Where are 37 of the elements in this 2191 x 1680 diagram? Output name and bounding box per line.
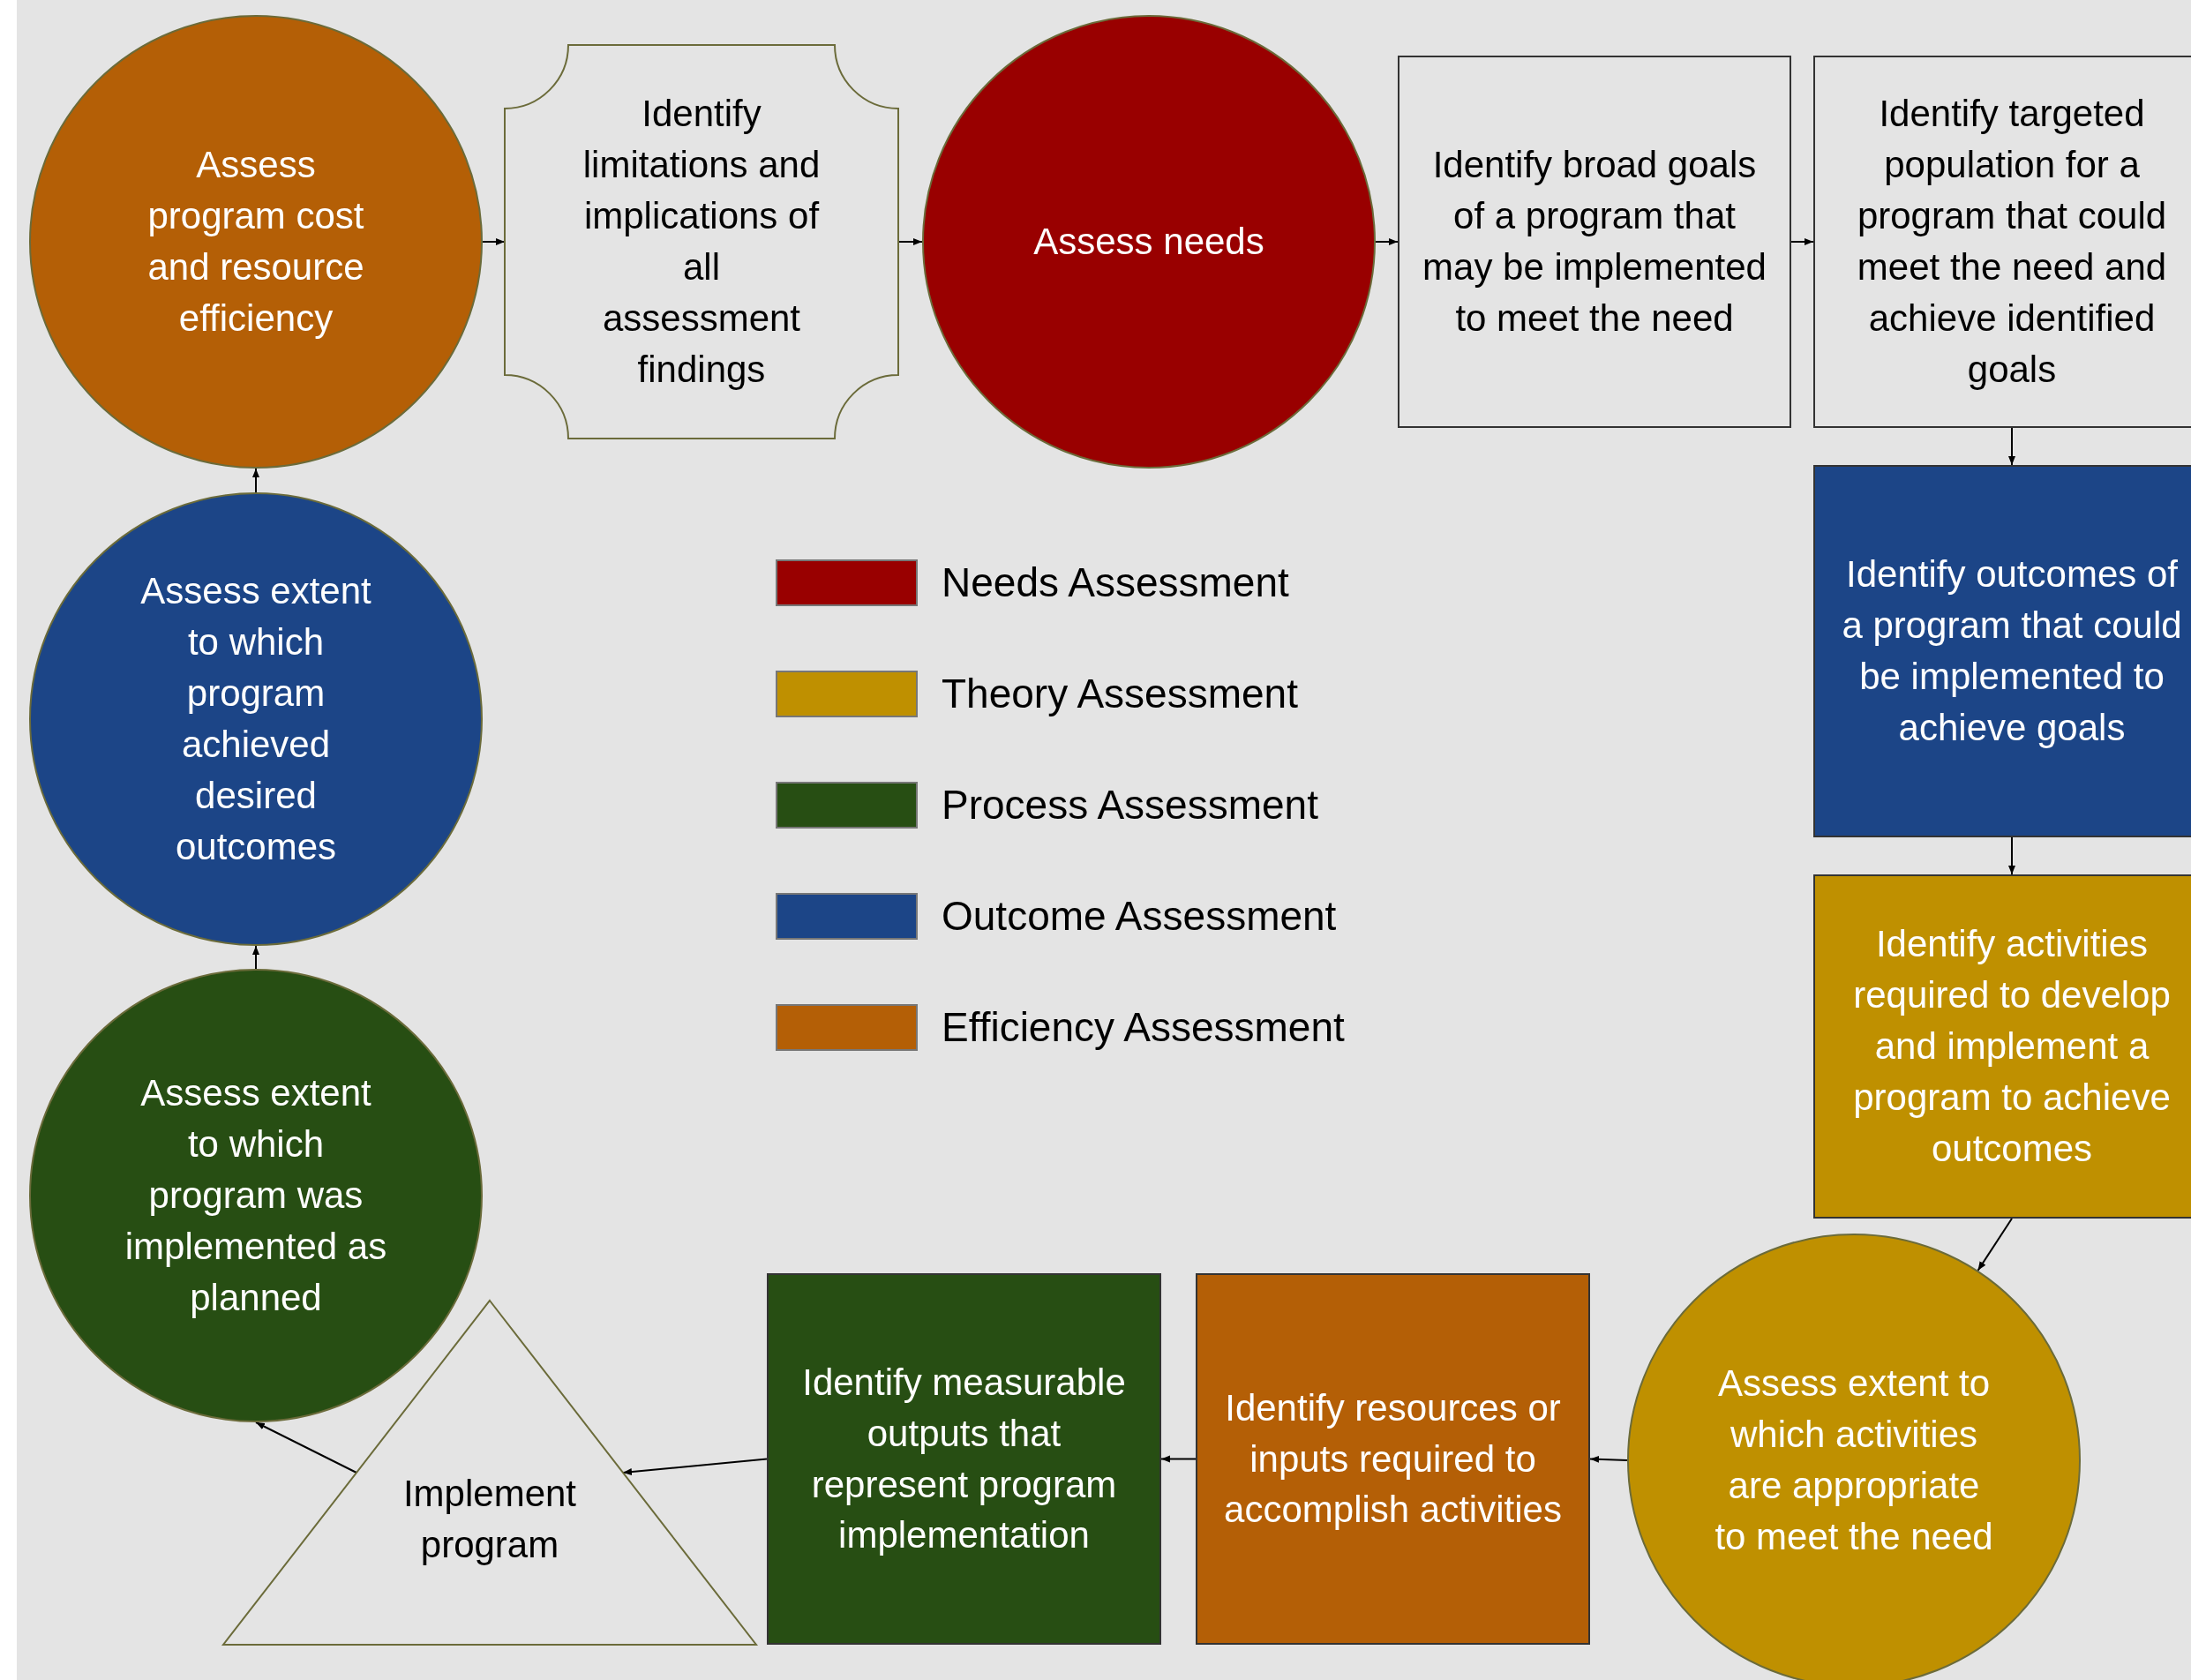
arrow bbox=[252, 945, 259, 970]
node-text: Implement program bbox=[401, 1472, 578, 1567]
arrow bbox=[255, 1421, 357, 1474]
plaque-box bbox=[505, 45, 898, 439]
arrow bbox=[1589, 1455, 1628, 1463]
node-text: Assess program cost and resource efficiency bbox=[146, 143, 365, 341]
node-text: Identify measurable outputs that represent program implementation bbox=[801, 1360, 1127, 1558]
process-box bbox=[1813, 874, 2191, 1219]
arrow bbox=[1790, 238, 1814, 245]
arrow bbox=[1375, 238, 1399, 245]
legend-label: Efficiency Assessment bbox=[942, 1003, 1345, 1051]
process-box bbox=[767, 1273, 1161, 1645]
arrow bbox=[252, 468, 259, 493]
node-text: Identify resources or inputs required to accomplish activities bbox=[1223, 1385, 1563, 1533]
process-box bbox=[1398, 56, 1791, 428]
legend-label: Theory Assessment bbox=[942, 670, 1298, 717]
node-text: Assess extent to which program was implemented as planned bbox=[124, 1071, 388, 1320]
arrow bbox=[482, 238, 506, 245]
arrow bbox=[1160, 1455, 1197, 1463]
process-box bbox=[1813, 56, 2191, 428]
arrow bbox=[622, 1458, 768, 1476]
arrow bbox=[1977, 1218, 2013, 1271]
node-text: Identify targeted population for a program that could meet the need and achieve identified goals bbox=[1856, 92, 2168, 392]
arrow bbox=[2008, 836, 2015, 875]
node-text: Identify outcomes of a program that could be implemented to achieve goals bbox=[1841, 552, 2183, 750]
legend-label: Process Assessment bbox=[942, 781, 1318, 829]
node-text: Assess needs bbox=[1032, 220, 1265, 264]
node-text: Identify activities required to develop and implement a program to achieve outcomes bbox=[1852, 922, 2172, 1171]
node-text: Assess extent to which activities are appropriate to meet the need bbox=[1714, 1361, 1994, 1559]
process-box bbox=[1813, 465, 2191, 837]
legend-label: Needs Assessment bbox=[942, 559, 1289, 606]
arrow bbox=[2008, 427, 2015, 466]
node-text: Assess extent to which program achieved desired outcomes bbox=[139, 569, 372, 869]
process-box bbox=[1196, 1273, 1590, 1645]
node-text: Identify broad goals of a program that may be implemented to meet the need bbox=[1422, 143, 1767, 341]
legend-label: Outcome Assessment bbox=[942, 892, 1337, 940]
node-text: Identify limitations and implications of all assessment findings bbox=[582, 92, 821, 392]
